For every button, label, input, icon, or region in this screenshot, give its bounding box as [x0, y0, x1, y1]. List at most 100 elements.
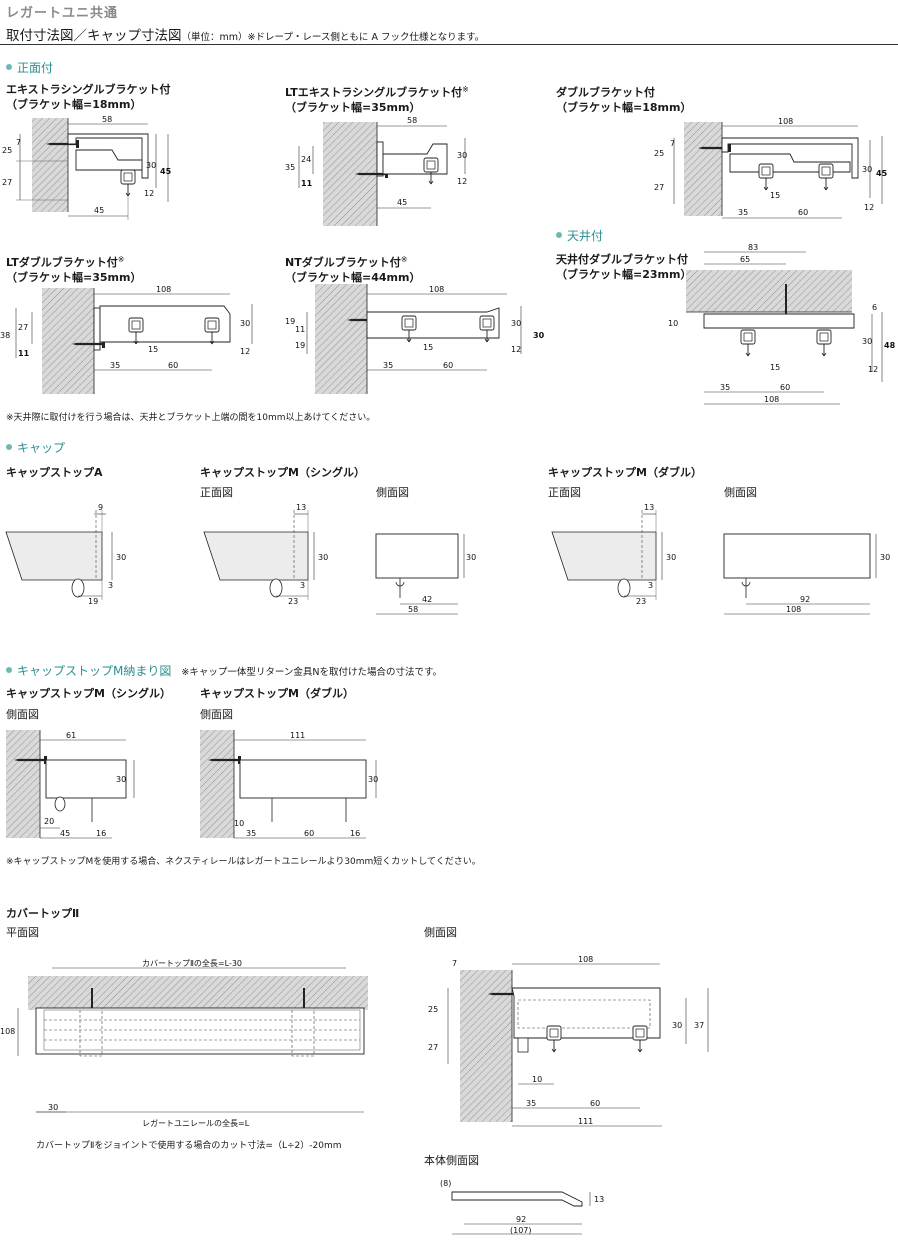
bracket-name: LTダブルブラケット付: [6, 256, 118, 269]
capm-double-view-label: 側面図: [200, 708, 233, 721]
dim-30: 30: [672, 1021, 682, 1030]
dim-60: 60: [304, 829, 314, 838]
figure-capm-single: 61 30 20 45 16: [6, 730, 135, 839]
cover-joint-note: カバートップⅡをジョイントで使用する場合のカット寸法=（L÷2）-20mm: [36, 1141, 342, 1151]
dim-30: 30: [862, 165, 872, 174]
dim-35: 35: [526, 1099, 536, 1108]
dim-12: 12: [511, 345, 521, 354]
section-ceiling-heading: 天井付: [556, 227, 603, 244]
dim-108: 108: [156, 285, 171, 294]
dim-92: 92: [800, 595, 810, 604]
series-label: レガートユニ共通: [6, 6, 119, 21]
dim-15: 15: [770, 363, 780, 372]
hook-ring-icon: [71, 578, 85, 598]
bracket-width: （ブラケット幅=18mm）: [556, 101, 692, 114]
bullet-icon: [6, 667, 12, 673]
figure-cover-plan: カバートップⅡの全長=L-30 108 30 レガートユニレールの全長=L: [0, 958, 368, 1128]
cap-m-double-title: キャップストップM（ダブル）: [548, 466, 702, 479]
ceiling-hatch: [686, 270, 852, 312]
dim-16: 16: [350, 829, 360, 838]
bracket-width: （ブラケット幅=23mm）: [556, 268, 692, 281]
figure-cap-m-single-front: 13 30 3 23: [203, 503, 328, 606]
dim-111: 111: [578, 1117, 593, 1126]
dim-10: 10: [668, 319, 678, 328]
note-mark: ※: [462, 85, 469, 94]
cap-a-title: キャップストップA: [6, 466, 103, 479]
dim-12: 12: [144, 189, 154, 198]
capm-single-view-label: 側面図: [6, 708, 39, 721]
figure-cover-body: (8) 13 92 (107): [440, 1179, 604, 1235]
cover-body-side-label: 本体側面図: [424, 1154, 479, 1167]
dim-13: 13: [594, 1195, 604, 1204]
figure-cap-m-double-front: 13 30 3 23: [551, 503, 676, 606]
dim-60: 60: [443, 361, 453, 370]
runner-icon: [740, 329, 756, 357]
dim-19-top: 19: [285, 317, 295, 326]
rail-profile: [75, 149, 143, 171]
dim-30: 30: [880, 553, 890, 562]
cover-side-label: 側面図: [424, 926, 457, 939]
bracket-profile: [703, 313, 855, 329]
dim-35: 35: [738, 208, 748, 217]
dim-107: (107): [510, 1226, 532, 1235]
dim-108: 108: [764, 395, 779, 404]
dim-6: 6: [872, 303, 877, 312]
hook-icon: [741, 578, 751, 598]
cap-body: [239, 759, 367, 799]
figure-ceiling-double: 83 65 6 10 30 48 15 12 35 60 108: [668, 243, 896, 405]
bracket-name: LTエキストラシングルブラケット付: [285, 86, 463, 99]
cap-m-single-title: キャップストップM（シングル）: [200, 466, 365, 479]
dim-30: 30: [466, 553, 476, 562]
note-mark: ※: [117, 255, 125, 264]
cap-m-single-front-label: 正面図: [200, 486, 233, 499]
bracket-width: （ブラケット幅=35mm）: [6, 271, 142, 284]
dim-12: 12: [868, 365, 878, 374]
bracket-width: （ブラケット幅=35mm）: [285, 101, 421, 114]
dim-23: 23: [288, 597, 298, 606]
runner-icon: [632, 1025, 648, 1053]
figure-nt-double: 108 19 11 19 30 30 15 12 35 60: [285, 284, 545, 394]
cap-body: [45, 759, 127, 799]
wall-hatch: [200, 730, 234, 838]
runner-icon: [818, 163, 834, 191]
dim-15: 15: [423, 343, 433, 352]
dim-42: 42: [422, 595, 432, 604]
dim-11: 11: [295, 325, 305, 334]
dim-92: 92: [516, 1215, 526, 1224]
dim-35: 35: [110, 361, 120, 370]
section-ceiling-label: 天井付: [567, 229, 604, 243]
note-capm-cut: ※キャップストップMを使用する場合、ネクスティレールはレガートユニレールより30…: [6, 857, 481, 867]
bracket-nt-double-title: NTダブルブラケット付※ （ブラケット幅=44mm）: [285, 252, 420, 285]
dim-15: 15: [770, 191, 780, 200]
section-cap-label: キャップ: [17, 441, 66, 455]
dim-30-total: 30: [533, 331, 545, 340]
dim-27: 27: [428, 1043, 438, 1052]
dim-11: 11: [18, 349, 30, 358]
section-front-label: 正面付: [17, 61, 54, 75]
figure-capm-double: 111 30 10 35 60 16: [200, 730, 378, 839]
figure-cover-side: 108 7 25 27 30 37 10 35 60 111: [428, 955, 709, 1127]
dim-3: 3: [108, 581, 113, 590]
dim-37: 37: [694, 1021, 704, 1030]
bracket-name: 天井付ダブルブラケット付: [556, 253, 688, 266]
dim-27: 27: [18, 323, 28, 332]
dim-35: 35: [285, 163, 295, 172]
dim-12: 12: [240, 347, 250, 356]
dim-58: 58: [408, 605, 418, 614]
dim-30: 30: [116, 775, 126, 784]
runner-icon: [120, 169, 136, 197]
bracket-width: （ブラケット幅=18mm）: [6, 98, 142, 111]
section-capm-label: キャップストップM納まり図: [17, 664, 172, 678]
runner-icon: [758, 163, 774, 191]
bracket-profile: [721, 137, 859, 179]
dim-108: 108: [578, 955, 593, 964]
cover-plan-label: 平面図: [6, 926, 39, 939]
figure-double: 108 7 25 27 30 45 15 12 35 60: [654, 117, 888, 219]
bullet-icon: [6, 64, 12, 70]
dim-30: 30: [318, 553, 328, 562]
cap-m-double-side-label: 側面図: [724, 486, 757, 499]
dim-23: 23: [636, 597, 646, 606]
dim-27: 27: [654, 183, 664, 192]
dim-10: 10: [532, 1075, 542, 1084]
wall-hatch: [684, 122, 722, 216]
